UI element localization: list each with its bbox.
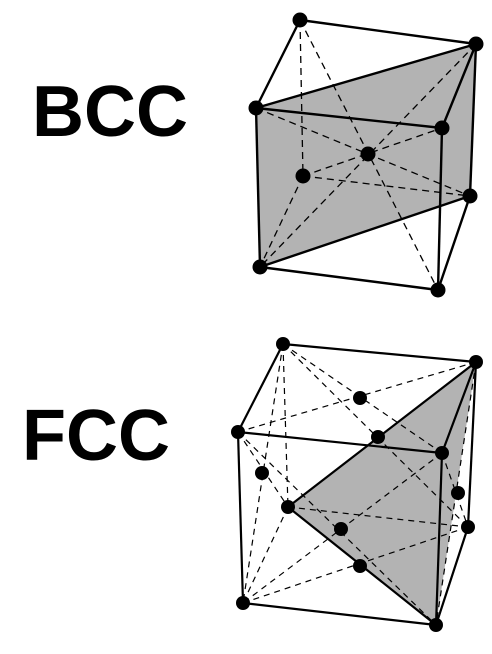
fcc-face-center-atom <box>371 430 385 444</box>
bcc-unit-cell <box>248 12 484 298</box>
bcc-atom <box>434 120 450 136</box>
fcc-face-center-atom <box>451 486 465 500</box>
bcc-atoms <box>248 12 484 298</box>
fcc-visible-edges <box>236 342 478 627</box>
bcc-atom <box>248 100 264 116</box>
fcc-corner-atom <box>429 618 443 632</box>
fcc-corner-atom <box>281 500 295 514</box>
fcc-corner-atom <box>231 425 245 439</box>
fcc-face-center-atom <box>255 466 269 480</box>
bcc-atom <box>292 12 308 28</box>
fcc-label: FCC <box>22 396 170 476</box>
bcc-visible-edges <box>254 18 478 292</box>
fcc-corner-atom <box>461 520 475 534</box>
fcc-corner-atom <box>469 355 483 369</box>
bcc-body-center-atom <box>360 146 376 162</box>
fcc-face-center-atom <box>334 522 348 536</box>
bcc-label: BCC <box>32 72 188 152</box>
fcc-corner-atom <box>435 446 449 460</box>
bcc-atom <box>430 282 446 298</box>
fcc-corner-atom <box>236 596 250 610</box>
fcc-face-center-atom <box>353 559 367 573</box>
bcc-atom <box>462 188 478 204</box>
bcc-atom <box>295 168 311 184</box>
fcc-unit-cell <box>231 337 483 632</box>
fcc-face-center-atom <box>353 391 367 405</box>
fcc-atoms <box>231 337 483 632</box>
bcc-atom <box>468 36 484 52</box>
fcc-corner-atom <box>276 337 290 351</box>
bcc-atom <box>252 259 268 275</box>
bcc-hidden-edges <box>259 19 471 268</box>
fcc-shaded-plane <box>288 362 476 625</box>
